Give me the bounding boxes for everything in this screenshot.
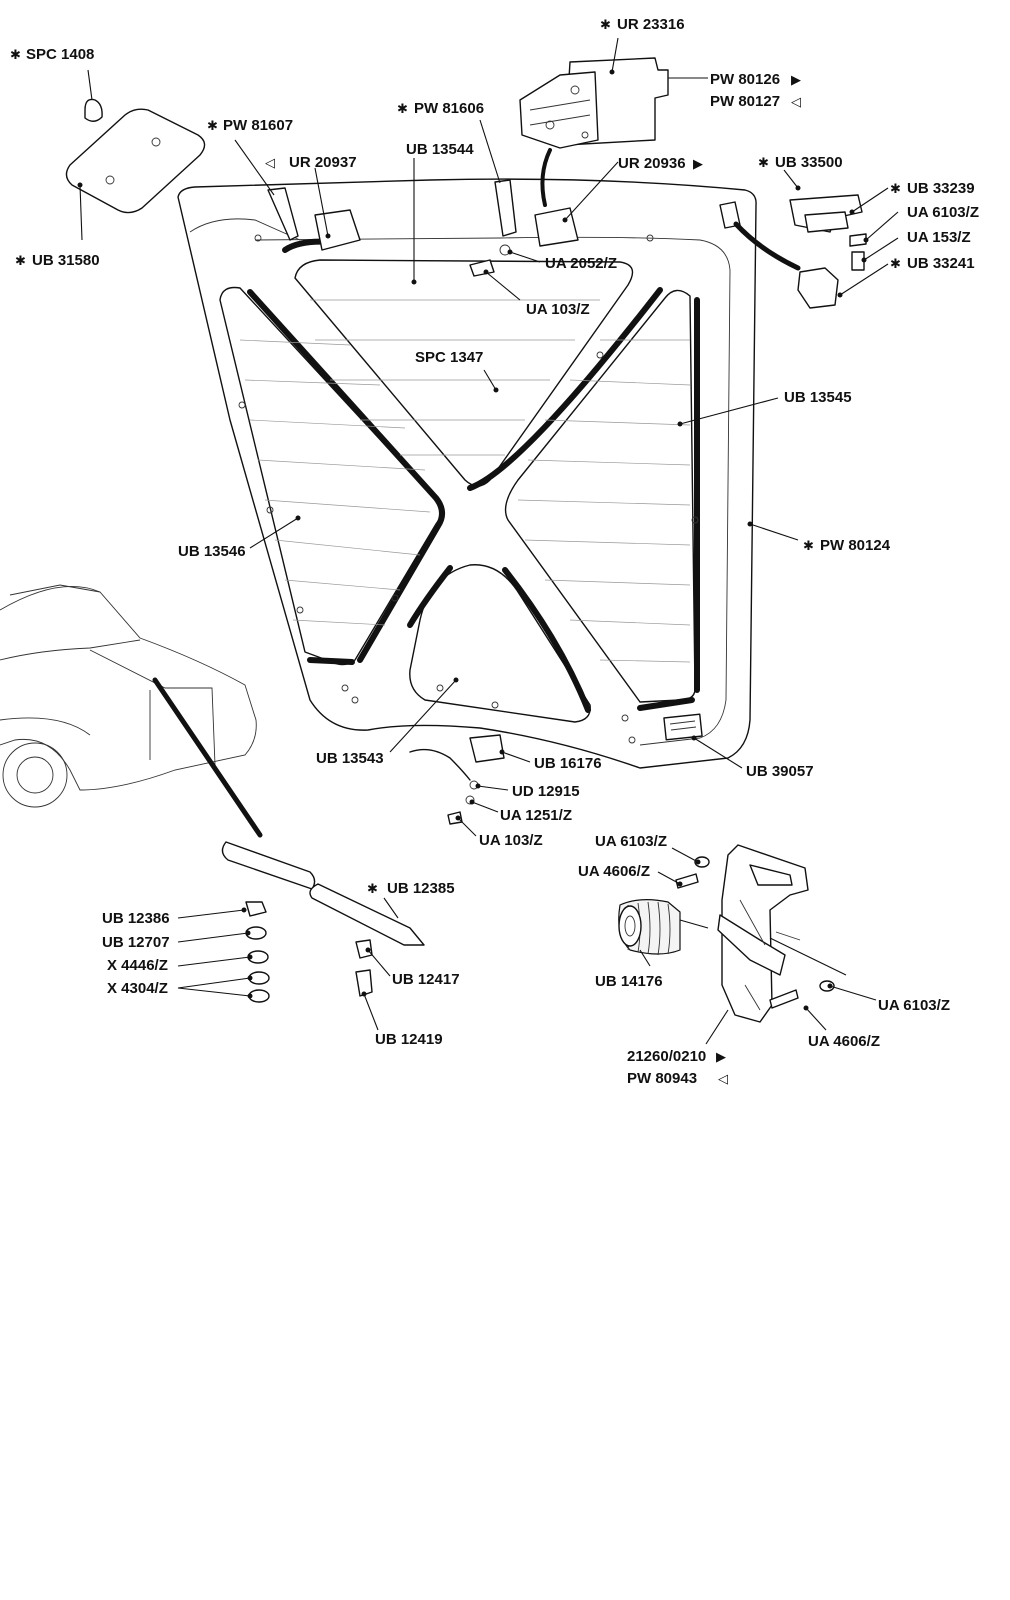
lh-drive-marker: ◁ xyxy=(791,95,801,110)
label-ur-23316: UR 23316 xyxy=(617,16,685,33)
label-ua-1251z: UA 1251/Z xyxy=(500,807,572,824)
centre-small-parts xyxy=(409,244,511,825)
label-pw-81607: PW 81607 xyxy=(223,117,293,134)
new-part-marker: ✱ xyxy=(890,182,901,197)
safety-catch-group xyxy=(789,194,867,309)
label-pw-80124: PW 80124 xyxy=(820,537,891,554)
new-part-marker: ✱ xyxy=(10,48,21,63)
access-cover-plate xyxy=(65,98,206,214)
label-ub-13545: UB 13545 xyxy=(784,389,852,406)
new-part-marker: ✱ xyxy=(207,119,218,134)
label-ua-6103z: UA 6103/Z xyxy=(878,997,950,1014)
new-part-marker: ✱ xyxy=(397,102,408,117)
rh-drive-marker: ▶ xyxy=(693,157,703,172)
label-x-4304z: X 4304/Z xyxy=(107,980,168,997)
label-ub-13546: UB 13546 xyxy=(178,543,246,560)
label-ub-13544: UB 13544 xyxy=(406,141,474,158)
label-ub-12419: UB 12419 xyxy=(375,1031,443,1048)
label-ua-4606z: UA 4606/Z xyxy=(578,863,650,880)
new-part-marker: ✱ xyxy=(15,254,26,269)
label-ua-153z: UA 153/Z xyxy=(907,229,971,246)
label-ub-12386: UB 12386 xyxy=(102,910,170,927)
label-ub-14176: UB 14176 xyxy=(595,973,663,990)
label-ub-33241: UB 33241 xyxy=(907,255,975,272)
new-part-marker: ✱ xyxy=(803,539,814,554)
label-pw-80943: PW 80943 xyxy=(627,1070,697,1087)
label-ud-12915: UD 12915 xyxy=(512,783,580,800)
label-pw-81606: PW 81606 xyxy=(414,100,484,117)
label-ua-4606z: UA 4606/Z xyxy=(808,1033,880,1050)
label-ub-33500: UB 33500 xyxy=(775,154,843,171)
new-part-marker: ✱ xyxy=(600,18,611,33)
label-ua-103z: UA 103/Z xyxy=(479,832,543,849)
new-part-marker: ✱ xyxy=(367,882,378,897)
label-ub-13543: UB 13543 xyxy=(316,750,384,767)
label-hinge-21260-0210: 21260/0210 xyxy=(627,1048,706,1065)
car-outline-sketch xyxy=(0,584,263,838)
label-ur-20937: UR 20937 xyxy=(289,154,357,171)
label-ur-20936: UR 20936 xyxy=(618,155,686,172)
rh-drive-marker: ▶ xyxy=(791,73,801,88)
buffer-strip-ub12385 xyxy=(221,841,425,946)
fasteners-stack xyxy=(245,901,373,1003)
label-ua-103z: UA 103/Z xyxy=(526,301,590,318)
hinge-assembly xyxy=(618,844,835,1023)
lh-drive-marker: ◁ xyxy=(265,156,275,171)
leader-lines xyxy=(77,37,899,1045)
support-bracket-ur23316 xyxy=(519,57,669,149)
label-ua-2052z: UA 2052/Z xyxy=(545,255,617,272)
label-ub-16176: UB 16176 xyxy=(534,755,602,772)
label-ua-6103z: UA 6103/Z xyxy=(907,204,979,221)
bonnet-panel xyxy=(177,148,801,769)
new-part-marker: ✱ xyxy=(758,156,769,171)
label-ub-33239: UB 33239 xyxy=(907,180,975,197)
label-ub-12707: UB 12707 xyxy=(102,934,170,951)
label-ua-6103z: UA 6103/Z xyxy=(595,833,667,850)
part-labels: ✱ SPC 1408 ✱ UB 31580 ✱ PW 81607 ◁ UR 20… xyxy=(10,16,979,1087)
label-pw-80126: PW 80126 xyxy=(710,71,780,88)
label-ub-12385: UB 12385 xyxy=(387,880,455,897)
lh-drive-marker: ◁ xyxy=(718,1072,728,1087)
label-spc-1408: SPC 1408 xyxy=(26,46,94,63)
label-x-4446z: X 4446/Z xyxy=(107,957,168,974)
label-spc-1347: SPC 1347 xyxy=(415,349,483,366)
label-ub-39057: UB 39057 xyxy=(746,763,814,780)
label-ub-12417: UB 12417 xyxy=(392,971,460,988)
label-ub-31580: UB 31580 xyxy=(32,252,100,269)
rh-drive-marker: ▶ xyxy=(716,1050,726,1065)
label-pw-80127: PW 80127 xyxy=(710,93,780,110)
new-part-marker: ✱ xyxy=(890,257,901,272)
